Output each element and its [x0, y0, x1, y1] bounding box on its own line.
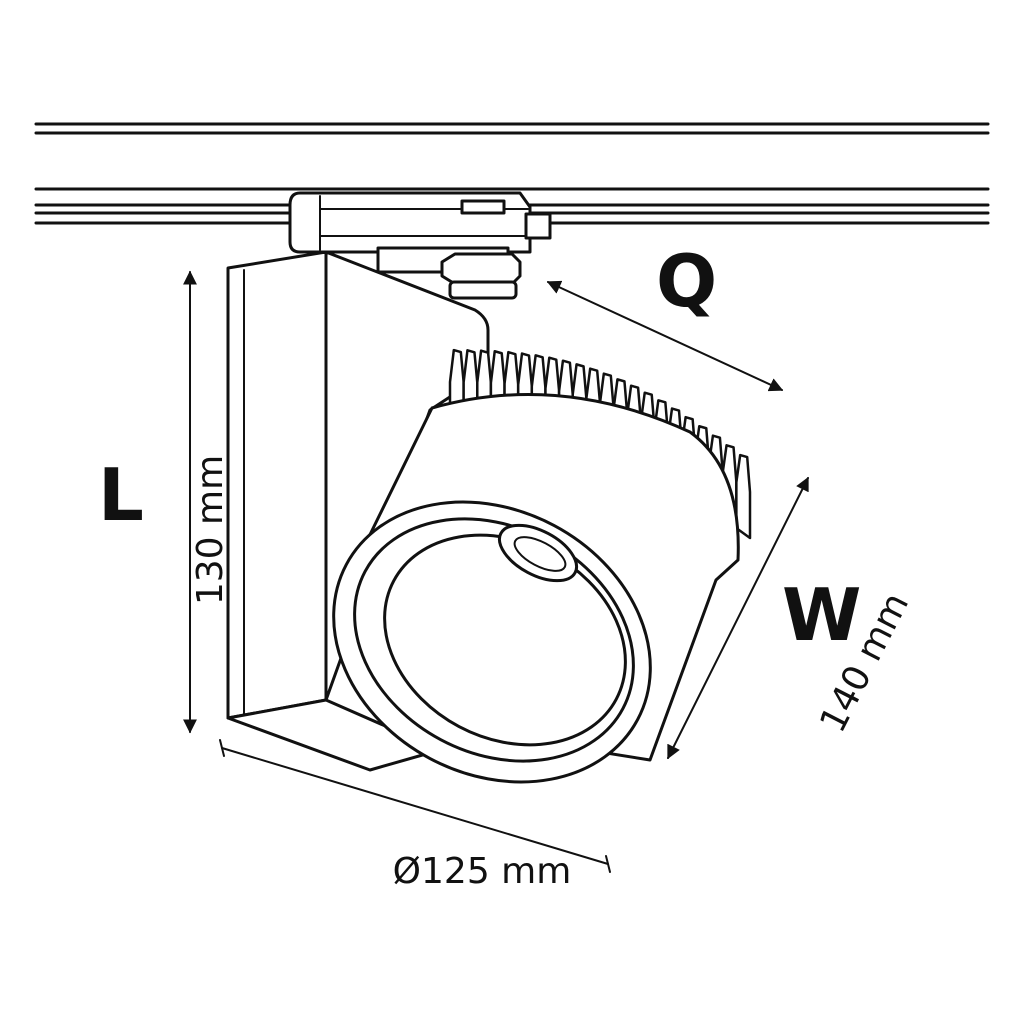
length-letter: L — [98, 453, 144, 537]
track-adapter — [288, 191, 552, 300]
dimension-depth — [546, 280, 784, 392]
lamp-head — [332, 393, 740, 784]
dimension-length: 130 mm — [183, 270, 231, 734]
depth-letter: Q — [656, 239, 717, 323]
diameter-value: Ø125 mm — [393, 851, 572, 892]
width-letter: W — [782, 573, 861, 657]
dimension-diameter — [219, 739, 611, 873]
length-value: 130 mm — [190, 455, 231, 605]
driver-box — [226, 250, 490, 772]
